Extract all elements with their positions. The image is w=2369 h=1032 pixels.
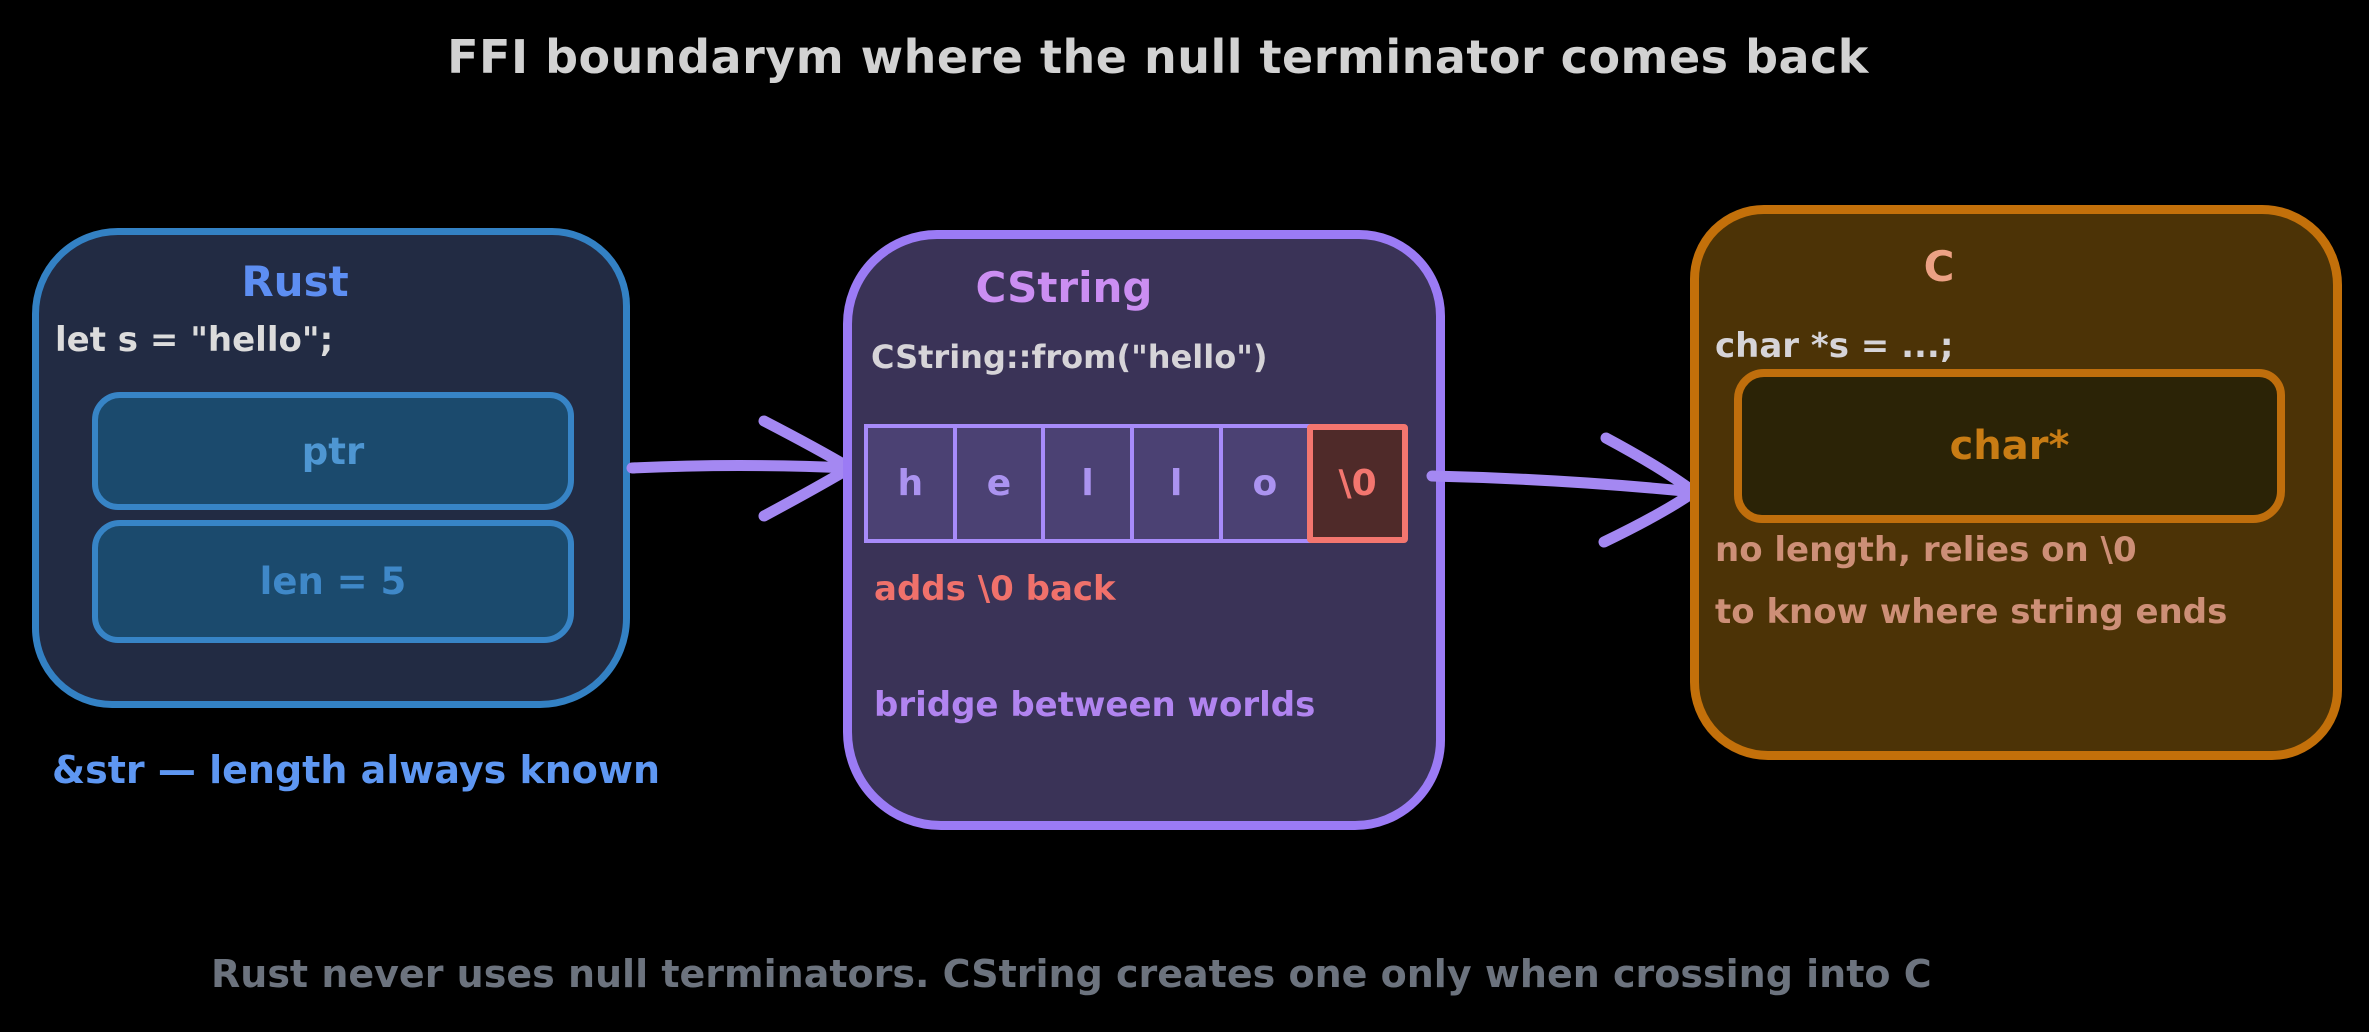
- null-terminator-char: \0: [1338, 463, 1377, 504]
- rust-ptr-field: ptr: [92, 392, 574, 510]
- rust-footnote: &str — length always known: [52, 748, 661, 792]
- cstring-memory-row: h e l l o \0: [864, 424, 1408, 543]
- memory-cell-null-terminator: \0: [1307, 424, 1408, 543]
- rust-len-field: len = 5: [92, 520, 574, 643]
- rust-panel: Rust let s = "hello"; ptr len = 5: [32, 228, 630, 708]
- rust-len-label: len = 5: [259, 560, 407, 603]
- memory-cell-4-char: l: [1170, 463, 1183, 504]
- arrow-cstring-to-c-icon: [1426, 432, 1700, 548]
- c-code-snippet: char *s = ...;: [1715, 326, 1954, 366]
- memory-cell-3: l: [1041, 424, 1134, 543]
- arrow-head-lower: [1598, 486, 1700, 548]
- memory-cell-2: e: [952, 424, 1046, 543]
- arrow-head-upper: [1600, 432, 1700, 498]
- c-panel-title: C: [1923, 242, 1955, 291]
- cstring-note-bridge: bridge between worlds: [874, 685, 1316, 725]
- cstring-panel: CString CString::from("hello") h e l l o…: [843, 230, 1445, 830]
- diagram-title: FFI boundarym where the null terminator …: [447, 30, 1869, 84]
- c-note-line2: to know where string ends: [1715, 592, 2228, 632]
- memory-cell-1-char: h: [897, 463, 924, 504]
- memory-cell-3-char: l: [1081, 463, 1094, 504]
- arrow-shaft: [1426, 470, 1700, 498]
- c-panel: C char *s = ...; char* no length, relies…: [1690, 205, 2342, 760]
- c-charptr-field: char*: [1734, 369, 2285, 523]
- c-note-line1: no length, relies on \0: [1715, 530, 2137, 570]
- rust-ptr-label: ptr: [301, 429, 365, 473]
- memory-cell-1: h: [864, 424, 957, 543]
- memory-cell-5: o: [1218, 424, 1312, 543]
- cstring-note-adds-null: adds \0 back: [874, 569, 1116, 609]
- bottom-caption: Rust never uses null terminators. CStrin…: [211, 952, 1932, 996]
- rust-code-snippet: let s = "hello";: [55, 320, 334, 360]
- memory-cell-4: l: [1129, 424, 1223, 543]
- memory-cell-2-char: e: [986, 463, 1012, 504]
- cstring-code-snippet: CString::from("hello"): [871, 338, 1268, 376]
- rust-panel-title: Rust: [241, 257, 349, 306]
- arrow-head-lower: [758, 462, 856, 522]
- cstring-panel-title: CString: [975, 263, 1153, 312]
- arrow-rust-to-cstring-icon: [626, 415, 856, 522]
- arrow-shaft: [626, 460, 856, 474]
- memory-cell-5-char: o: [1252, 463, 1278, 504]
- c-charptr-label: char*: [1949, 423, 2070, 469]
